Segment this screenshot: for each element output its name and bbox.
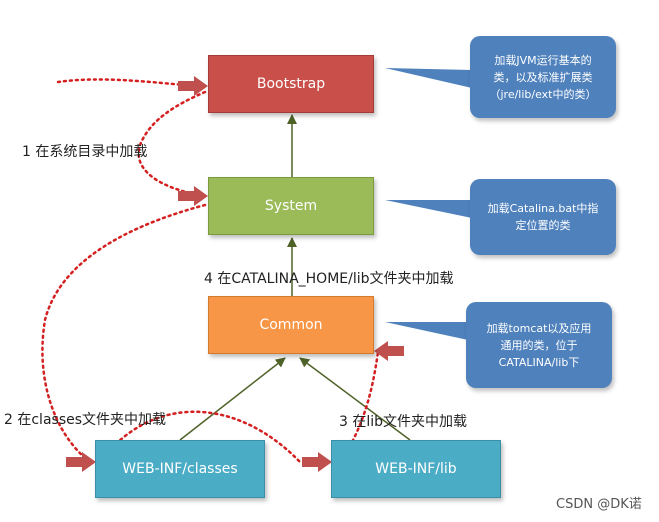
bootstrap-label: Bootstrap	[256, 76, 326, 92]
system-callout-line-2: 定位置的类	[515, 219, 571, 232]
bootstrap-callout-line-2: 类，以及标准扩展类	[493, 70, 593, 84]
block-arrow-common	[374, 341, 404, 361]
block-arrow-lib	[302, 452, 332, 472]
step-2-label: 2 在classes文件夹中加载	[4, 412, 167, 428]
webinf-classes-label: WEB-INF/classes	[122, 461, 238, 477]
system-label: System	[264, 198, 318, 214]
block-arrow-classes	[66, 452, 96, 472]
bootstrap-box: Bootstrap	[208, 55, 374, 113]
arrow-lib-to-common	[299, 357, 411, 441]
callout-tail-system	[385, 200, 472, 218]
step-3-label: 3 在lib文件夹中加载	[339, 414, 468, 430]
watermark: CSDN @DK诺	[556, 497, 642, 512]
common-callout-line-3: CATALINA/lib下	[498, 355, 580, 369]
webinf-lib-label: WEB-INF/lib	[375, 461, 457, 477]
dotted-path-classes-to-lib	[98, 410, 302, 464]
bootstrap-callout-line-1: 加载JVM运行基本的	[494, 53, 592, 67]
dotted-path-bootstrap-to-system	[137, 90, 207, 197]
bootstrap-callout: 加载JVM运行基本的 类，以及标准扩展类 （jre/lib/ext中的类）	[470, 36, 616, 118]
common-callout-line-1: 加载tomcat以及应用	[486, 321, 592, 335]
webinf-classes-box: WEB-INF/classes	[95, 440, 265, 498]
block-arrow-bootstrap	[178, 76, 208, 96]
step-4-label: 4 在CATALINA_HOME/lib文件夹中加载	[204, 271, 454, 287]
dotted-path-system-to-classes	[41, 203, 207, 464]
arrow-classes-to-common	[179, 357, 286, 441]
common-callout: 加载tomcat以及应用 通用的类，位于 CATALINA/lib下	[466, 302, 612, 388]
callout-tail-bootstrap	[385, 68, 472, 88]
common-callout-line-2: 通用的类，位于	[500, 338, 578, 352]
system-callout: 加载Catalina.bat中指 定位置的类	[470, 179, 616, 255]
system-box: System	[208, 177, 374, 235]
callout-tail-common	[385, 322, 468, 340]
common-label: Common	[259, 317, 323, 333]
step-1-label: 1 在系统目录中加载	[22, 144, 148, 160]
system-callout-line-1: 加载Catalina.bat中指	[487, 202, 599, 215]
webinf-lib-box: WEB-INF/lib	[331, 440, 501, 498]
bootstrap-callout-line-3: （jre/lib/ext中的类）	[489, 87, 597, 101]
common-box: Common	[208, 296, 374, 354]
block-arrow-system	[178, 186, 208, 206]
dotted-path-entry	[56, 78, 197, 88]
